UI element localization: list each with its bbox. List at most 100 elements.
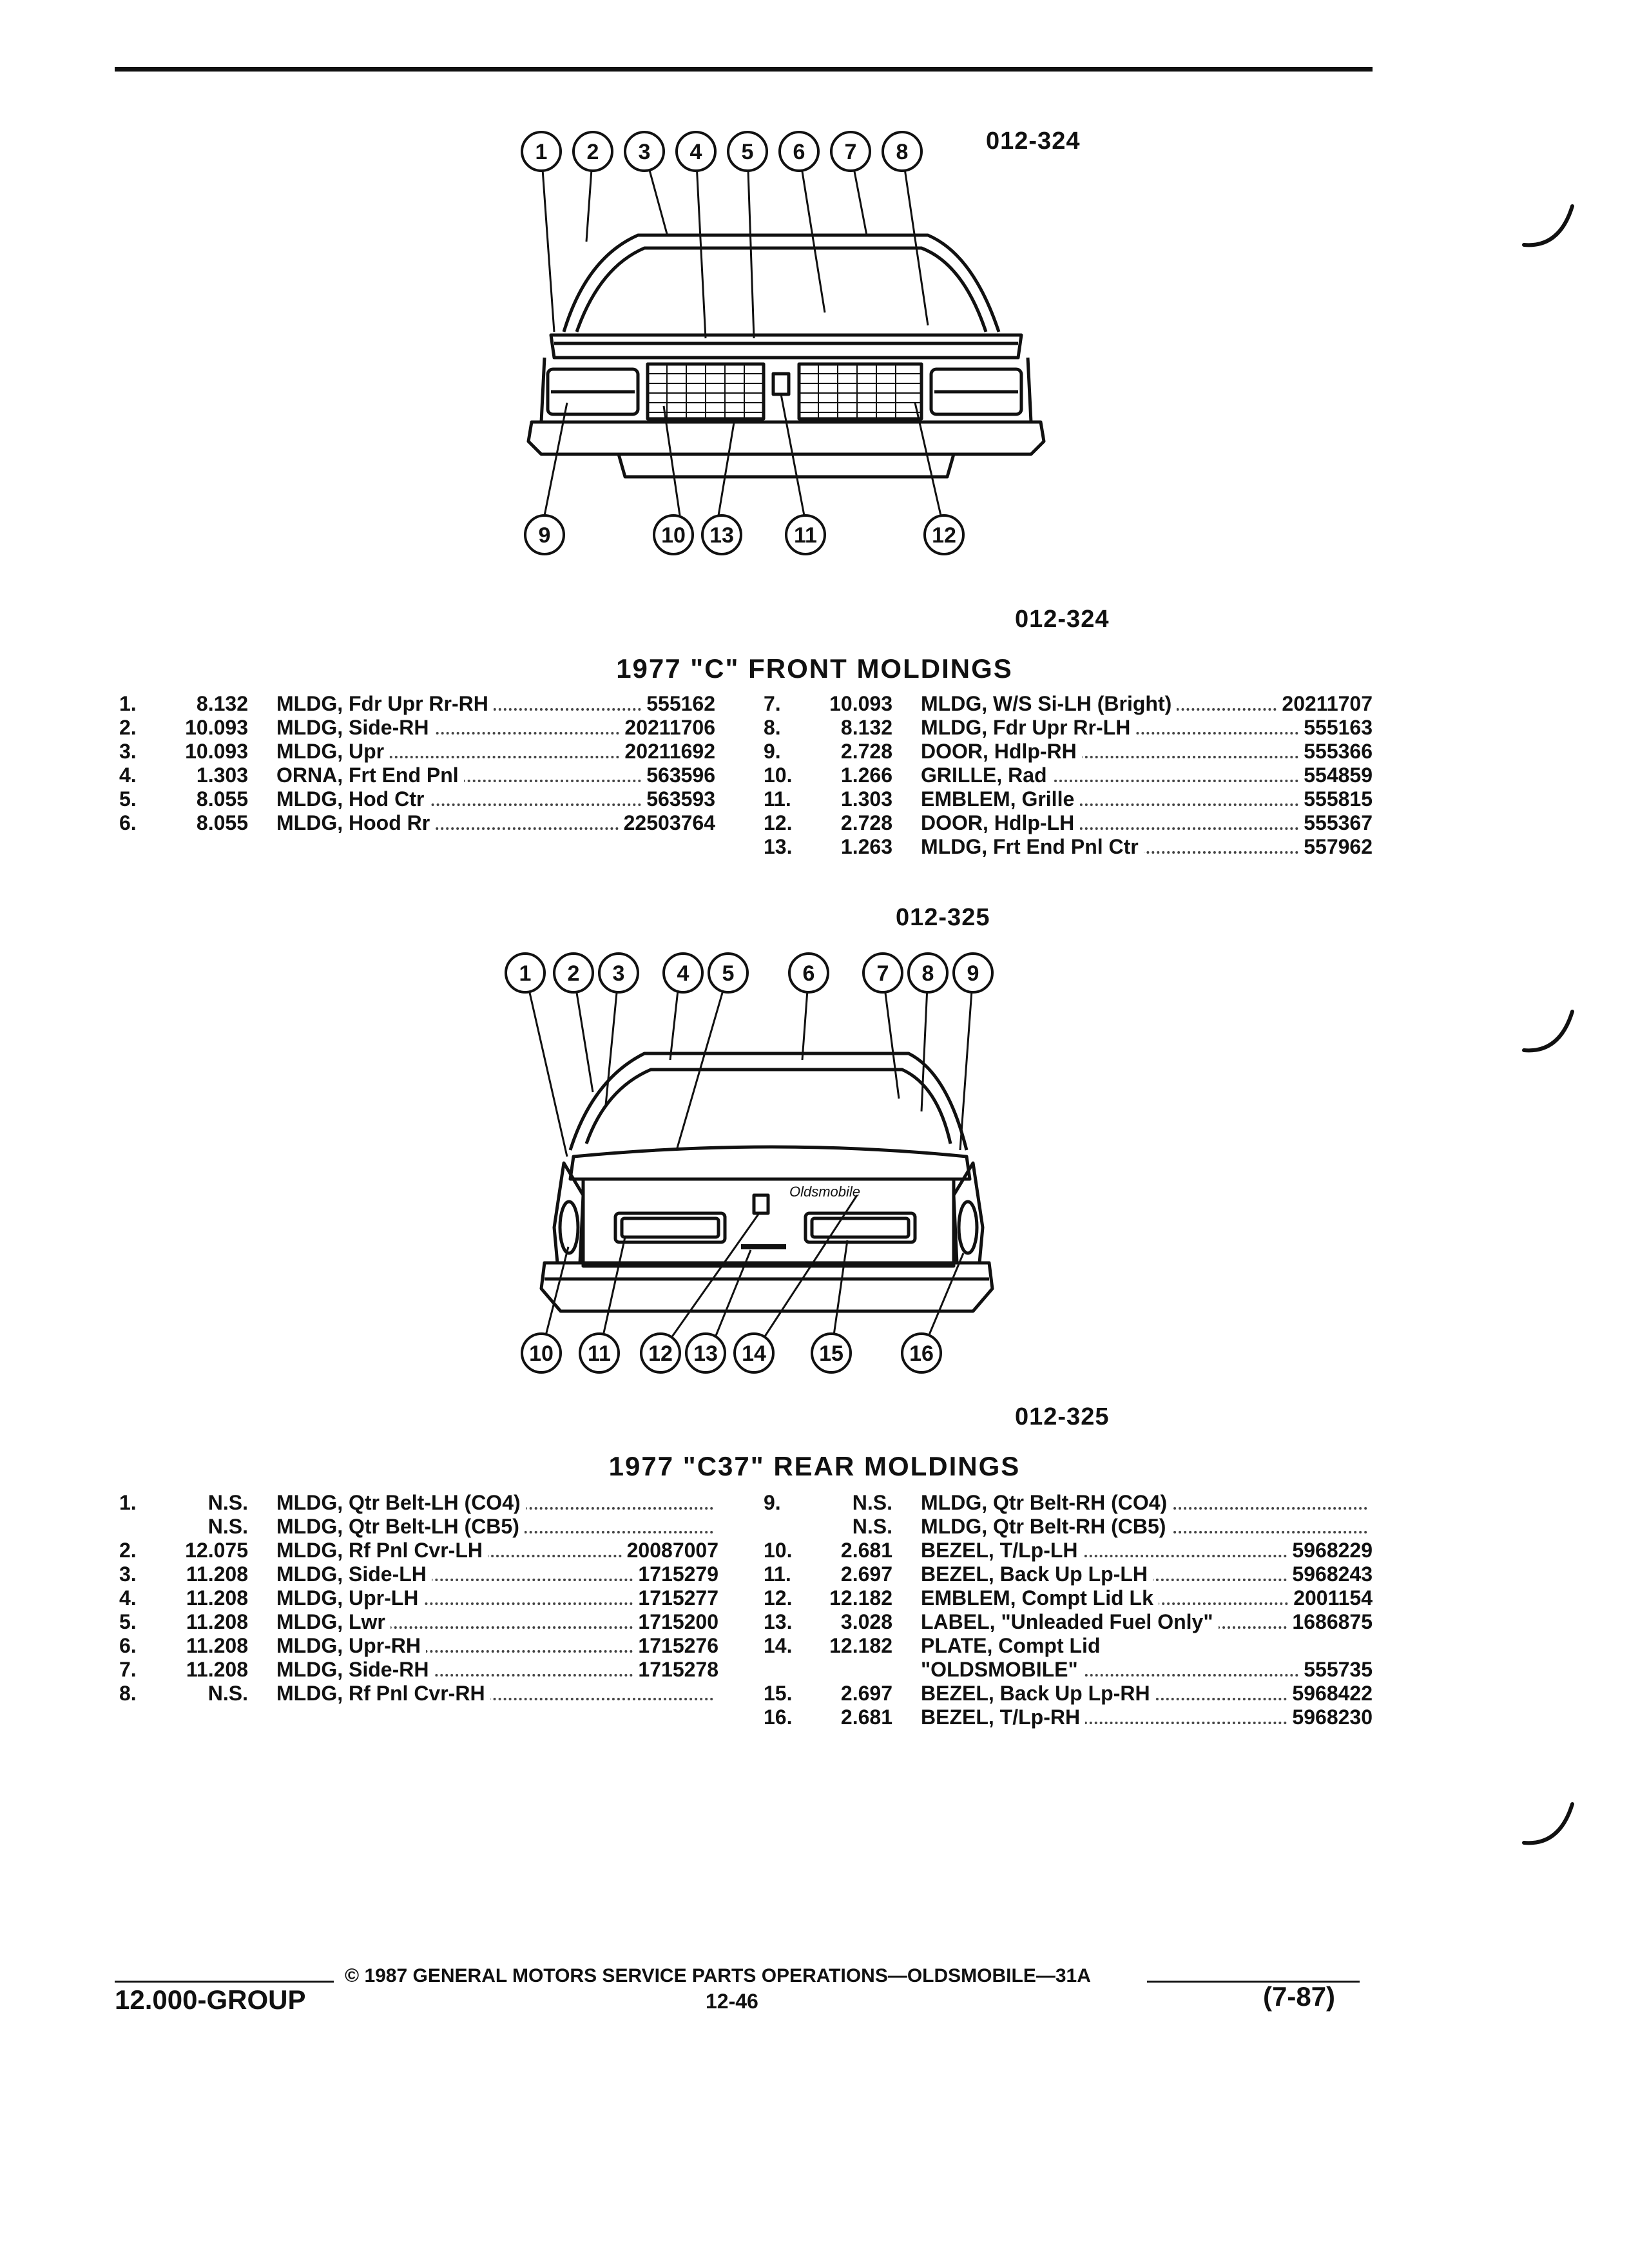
part-index — [764, 1515, 809, 1539]
callout-9: 9 — [539, 523, 551, 548]
part-number: 20087007 — [621, 1539, 718, 1562]
part-description: MLDG, Side-RH — [276, 1658, 434, 1681]
part-description: MLDG, Lwr — [276, 1610, 390, 1633]
part-description: MLDG, Hod Ctr — [276, 787, 430, 811]
part-number — [713, 1682, 718, 1706]
svg-text:14: 14 — [742, 1341, 766, 1366]
svg-text:4: 4 — [677, 961, 689, 986]
callout-13: 13 — [709, 523, 734, 548]
part-number: 1715279 — [633, 1562, 718, 1586]
part-description-cell: ORNA, Frt End Pnl — [276, 764, 642, 787]
callout-7: 7 — [845, 140, 857, 164]
part-description-cell: MLDG, Rf Pnl Cvr-LH — [276, 1539, 622, 1562]
section2-right-list: 9.N.S.MLDG, Qtr Belt-RH (CO4)N.S.MLDG, Q… — [764, 1491, 1373, 1729]
part-illustration-code: 2.697 — [840, 1562, 892, 1586]
part-number: 563596 — [641, 764, 715, 787]
backup-lamp-left — [613, 1211, 727, 1244]
front-end-panel — [539, 357, 1033, 424]
script-emblem: Oldsmobile — [789, 1184, 860, 1200]
leader-dots — [276, 1626, 633, 1629]
part-description-cell: DOOR, Hdlp-RH — [921, 740, 1299, 764]
part-description: MLDG, Qtr Belt-LH (CO4) — [276, 1491, 526, 1514]
part-illustration-code: N.S. — [852, 1491, 892, 1514]
leader-dots — [276, 1650, 633, 1653]
part-description: MLDG, Upr-RH — [276, 1634, 426, 1657]
part-illustration-code: 11.208 — [186, 1634, 248, 1657]
leader-dots — [921, 756, 1299, 758]
part-description: BEZEL, Back Up Lp-RH — [921, 1682, 1155, 1705]
svg-text:12: 12 — [648, 1341, 673, 1366]
footer-date: (7-87) — [1263, 1981, 1336, 2012]
part-index: 1. — [119, 692, 137, 715]
part-number: 20211706 — [619, 716, 715, 740]
grille-emblem — [771, 372, 791, 396]
figure1-bottom-label: 012-324 — [1015, 606, 1110, 633]
part-index: 2. — [119, 1539, 137, 1562]
leader-dots — [276, 803, 642, 806]
part-number: 5968229 — [1287, 1539, 1373, 1562]
svg-text:5: 5 — [722, 961, 735, 986]
part-illustration-code: 8.055 — [196, 787, 248, 811]
part-number — [1367, 1515, 1373, 1539]
part-illustration-code: 1.263 — [840, 835, 892, 858]
part-row: 1.N.S.MLDG, Qtr Belt-LH (CO4) — [119, 1491, 718, 1515]
part-index: 3. — [119, 1562, 137, 1586]
leader-dots — [921, 803, 1299, 806]
part-number: 555163 — [1298, 716, 1373, 740]
part-description: BEZEL, Back Up Lp-LH — [921, 1562, 1153, 1586]
part-index: 12. — [764, 811, 793, 834]
part-description-cell: BEZEL, Back Up Lp-RH — [921, 1682, 1287, 1706]
section2-left-list: 1.N.S.MLDG, Qtr Belt-LH (CO4)N.S. MLDG, Q… — [119, 1491, 718, 1706]
part-description: PLATE, Compt Lid — [921, 1634, 1106, 1657]
part-row: "OLDSMOBILE"555735 — [764, 1658, 1373, 1682]
part-number: 1715278 — [633, 1658, 718, 1682]
headlamp-right — [929, 367, 1023, 416]
svg-text:6: 6 — [803, 961, 815, 986]
part-description: MLDG, Upr-LH — [276, 1586, 424, 1610]
part-description: BEZEL, T/Lp-LH — [921, 1539, 1083, 1562]
part-description: GRILLE, Rad — [921, 764, 1052, 787]
section1-title: 1977 "C" FRONT MOLDINGS — [616, 653, 1013, 684]
callout-11: 11 — [794, 523, 817, 548]
part-description-cell: MLDG, Upr-RH — [276, 1634, 633, 1658]
callout-8: 8 — [896, 140, 909, 164]
deck-lid — [568, 1145, 972, 1181]
figure2-top-label: 012-325 — [896, 904, 990, 931]
part-index: 10. — [764, 1539, 793, 1562]
part-number: 5968422 — [1287, 1682, 1373, 1706]
part-illustration-code: 12.182 — [829, 1586, 892, 1610]
part-number: 1715277 — [633, 1586, 718, 1610]
callout-4: 4 — [690, 140, 702, 164]
top-rule — [115, 67, 1373, 72]
callout-5: 5 — [742, 140, 754, 164]
part-row: 8.N.S.MLDG, Rf Pnl Cvr-RH — [119, 1682, 718, 1706]
part-description: EMBLEM, Grille — [921, 787, 1080, 811]
callout-6: 6 — [793, 140, 805, 164]
part-index: 11. — [764, 787, 791, 811]
front-bumper — [526, 420, 1046, 456]
part-index: 12. — [764, 1586, 793, 1610]
part-number: 22503764 — [618, 811, 715, 835]
part-description-cell: BEZEL, Back Up Lp-LH — [921, 1562, 1287, 1586]
part-number: 555366 — [1298, 740, 1373, 764]
taillamp-right — [957, 1200, 979, 1255]
part-row: 9.N.S.MLDG, Qtr Belt-RH (CO4) — [764, 1491, 1373, 1515]
leader-dots — [921, 827, 1299, 830]
leader-dots — [921, 1555, 1287, 1557]
part-description-cell: MLDG, Upr-LH — [276, 1586, 633, 1610]
part-index: 3. — [119, 740, 137, 763]
part-illustration-code: N.S. — [207, 1515, 248, 1538]
part-number: 5968230 — [1287, 1706, 1373, 1729]
